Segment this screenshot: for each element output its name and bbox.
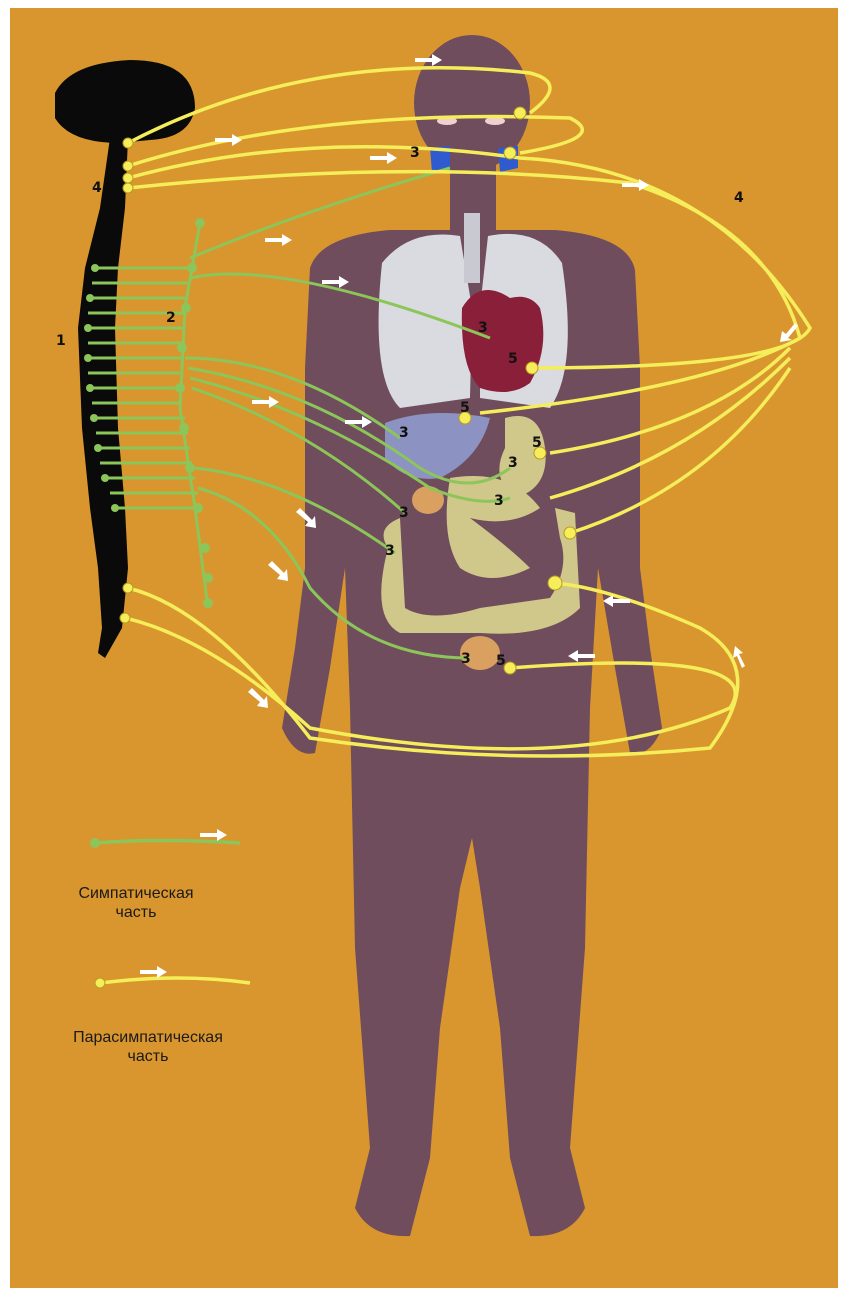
legend-sympathetic-line2: часть bbox=[46, 903, 226, 922]
label-heart-sym-number: 3 bbox=[478, 320, 488, 336]
label-vagus-number: 4 bbox=[734, 190, 744, 206]
nervous-system-diagram bbox=[10, 8, 838, 1288]
label-kidney-sym-number: 3 bbox=[399, 505, 409, 521]
label-stomach-para-number: 5 bbox=[532, 435, 542, 451]
trachea bbox=[464, 213, 480, 283]
brain bbox=[55, 60, 195, 143]
label-spinal-cord-number: 1 bbox=[56, 333, 66, 349]
label-bladder-para-number: 5 bbox=[496, 653, 506, 669]
spinal-cord bbox=[78, 138, 128, 658]
diagram-sheet: 1 2 3 4 4 3 5 5 3 5 3 3 3 3 3 5 Симпатич… bbox=[10, 8, 838, 1288]
label-liver-sym-number: 3 bbox=[399, 425, 409, 441]
left-lung bbox=[379, 235, 472, 408]
legend-sympathetic-sample bbox=[90, 829, 240, 848]
label-bladder-sym-number: 3 bbox=[461, 651, 471, 667]
legend-sympathetic-line1: Симпатическая bbox=[46, 884, 226, 903]
legend-parasympathetic-sample bbox=[95, 966, 250, 988]
legend-parasympathetic-line2: часть bbox=[28, 1047, 268, 1066]
label-heart-para-number: 5 bbox=[508, 351, 518, 367]
label-sympathetic-chain-number: 2 bbox=[166, 310, 176, 326]
label-colon-sym-number: 3 bbox=[385, 543, 395, 559]
legend-parasympathetic-label: Парасимпатическая часть bbox=[28, 1028, 268, 1066]
label-stomach-sym-number: 3 bbox=[508, 455, 518, 471]
label-cranial-number: 4 bbox=[92, 180, 102, 196]
label-pancreas-sym-number: 3 bbox=[494, 493, 504, 509]
heart bbox=[462, 290, 544, 392]
legend-sympathetic-label: Симпатическая часть bbox=[46, 884, 226, 922]
legend-parasympathetic-line1: Парасимпатическая bbox=[28, 1028, 268, 1047]
label-liver-para-number: 5 bbox=[460, 400, 470, 416]
label-gland-number: 3 bbox=[410, 145, 420, 161]
